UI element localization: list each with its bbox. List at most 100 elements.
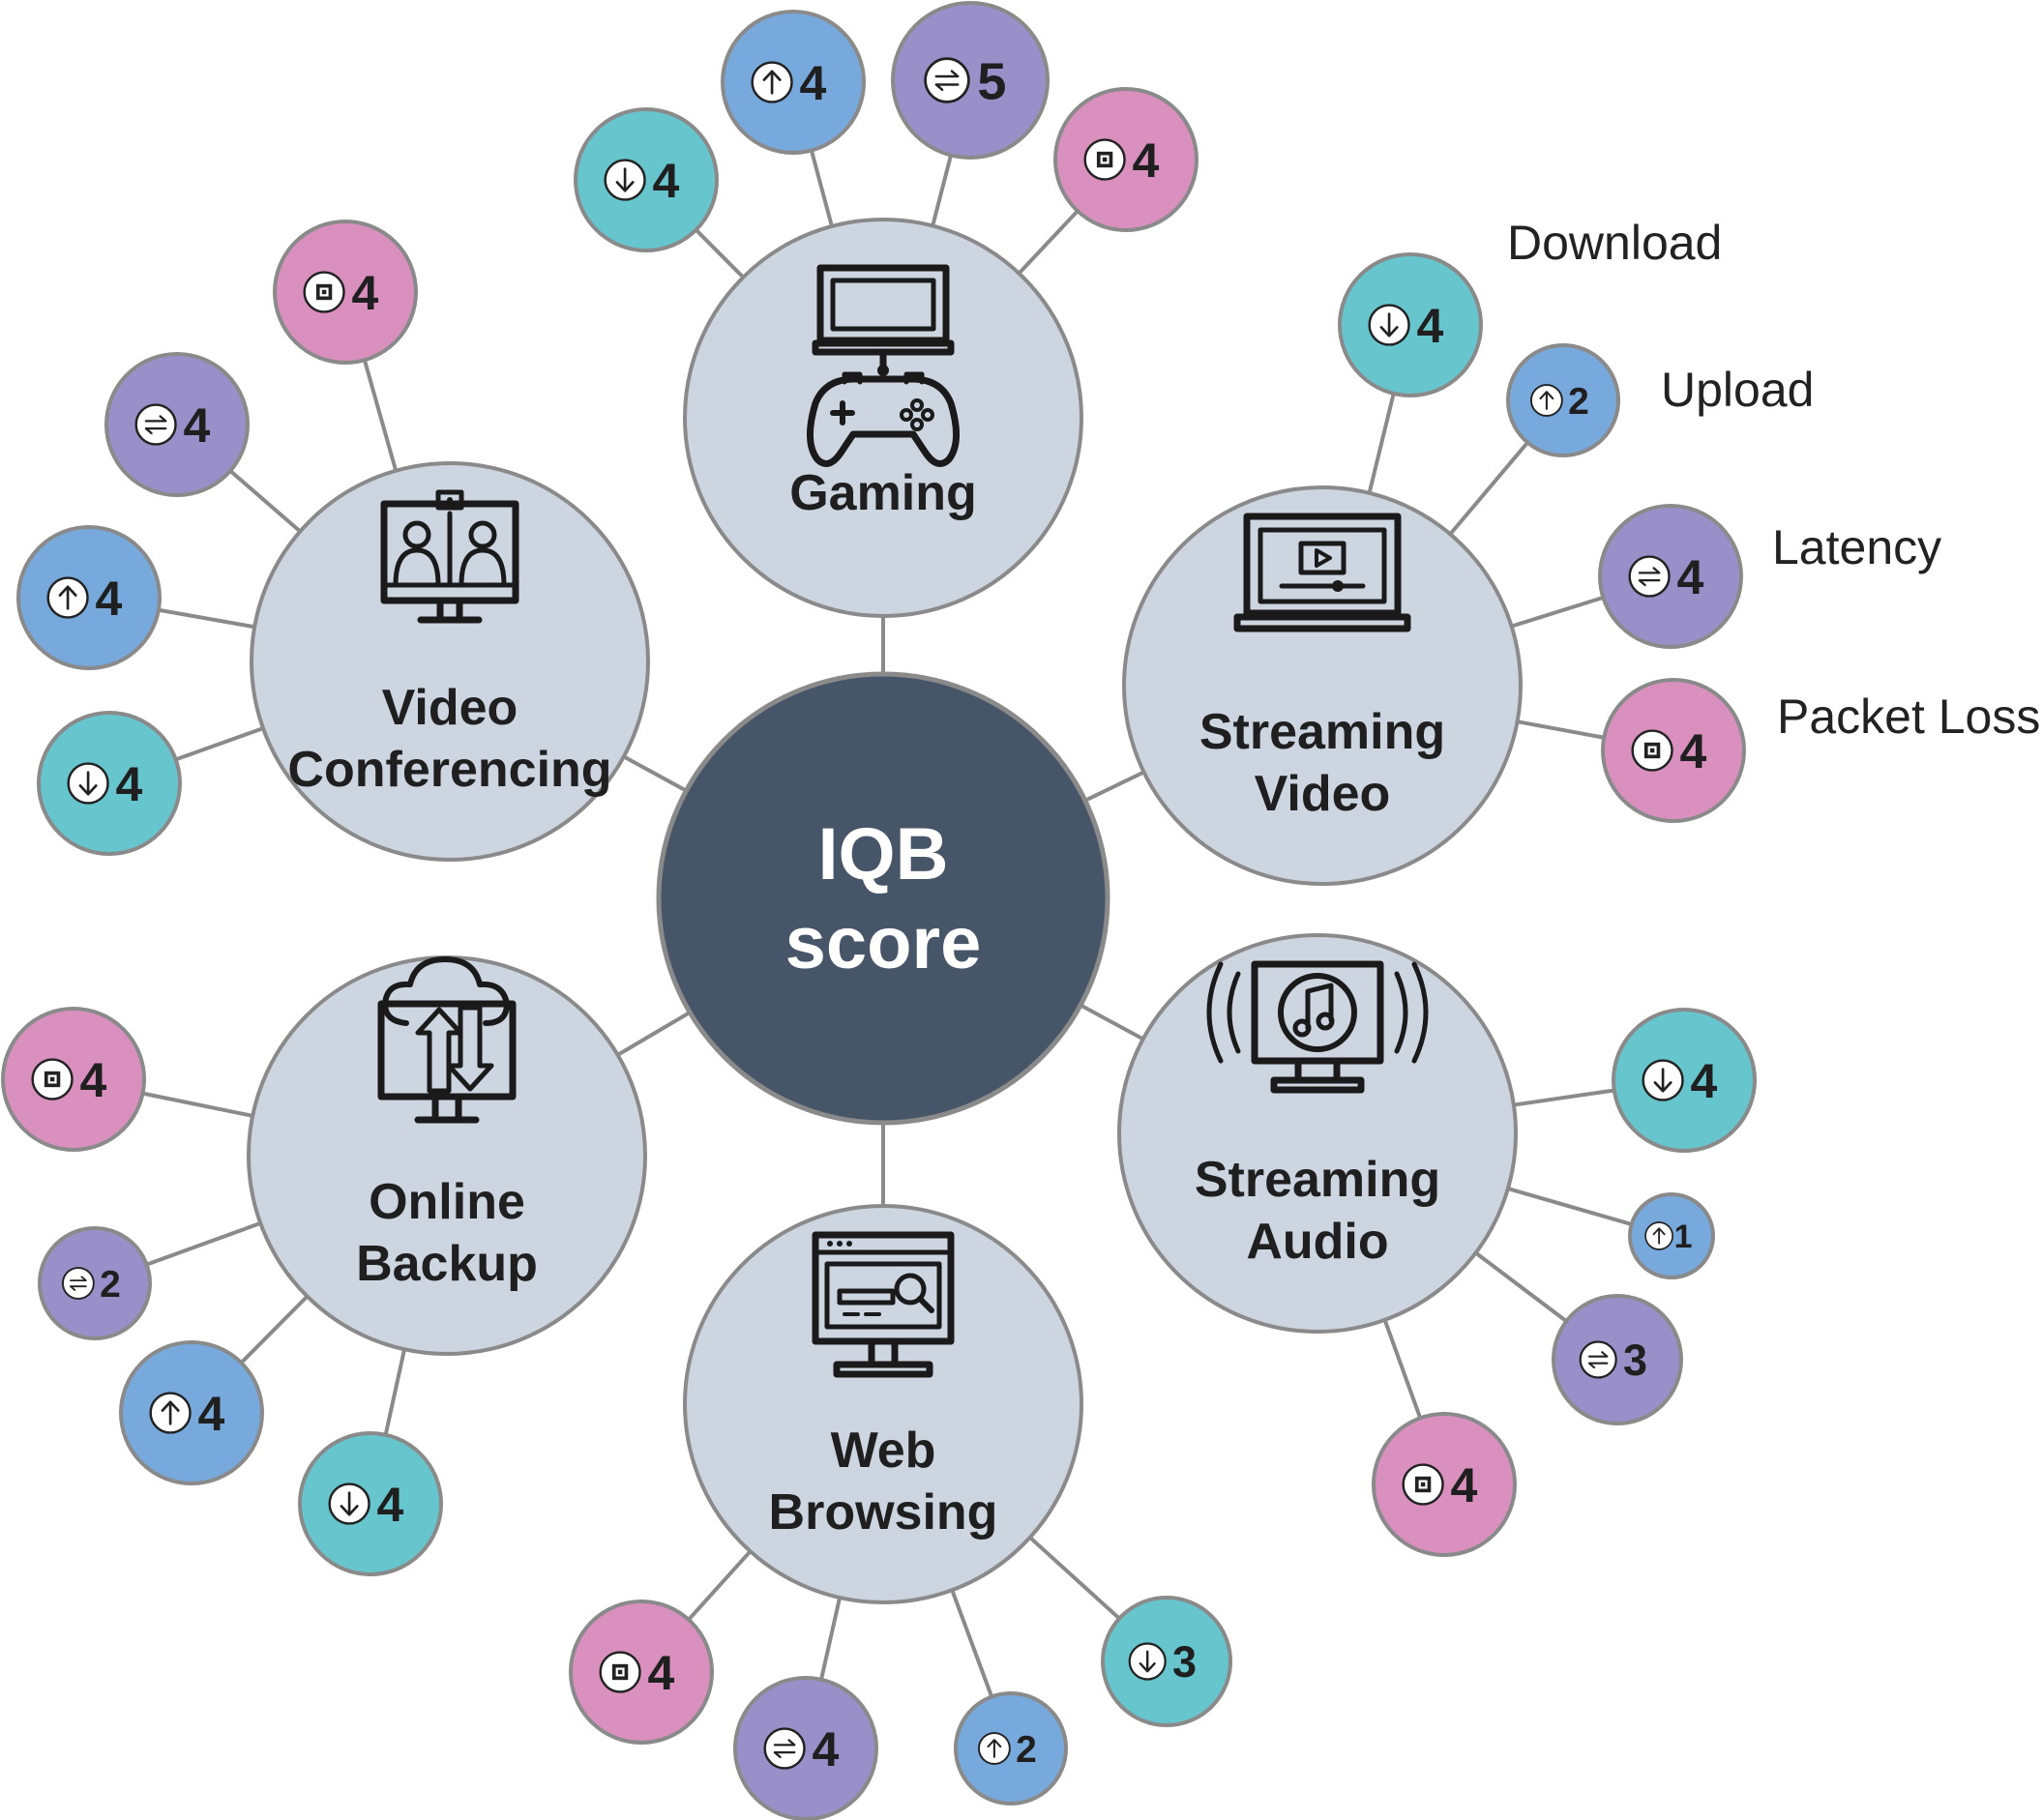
app-node-gaming: Gaming [683, 218, 1083, 618]
app-circle-web-browsing [683, 1204, 1083, 1604]
score-badge-streaming-video-latency: 4 [1598, 504, 1743, 649]
packet-loss-icon [303, 271, 345, 313]
score-value-packet_loss: 4 [648, 1646, 675, 1700]
app-label-streaming-video-line-1: Streaming [1199, 704, 1445, 760]
score-value-download: 3 [1172, 1637, 1197, 1687]
score-badge-gaming-packet_loss: 4 [1053, 87, 1199, 232]
connector-center-online-backup [616, 1011, 692, 1057]
download-icon [1368, 304, 1410, 346]
packet-loss-icon [31, 1058, 74, 1101]
score-value-download: 4 [653, 154, 680, 208]
app-label-video-conferencing-line-2: Conferencing [287, 742, 611, 798]
connector-center-streaming-audio [1080, 1003, 1144, 1042]
score-badge-video-conferencing-latency: 4 [104, 352, 250, 497]
connector-video-conferencing-upload [158, 607, 255, 630]
score-circle-latency [733, 1676, 878, 1820]
connector-center-video-conferencing [622, 754, 688, 793]
legend-label-latency: Latency [1772, 520, 1941, 574]
score-badge-streaming-audio-upload: 1 [1628, 1192, 1715, 1279]
app-label-web-browsing-line-1: Web [831, 1423, 936, 1479]
score-value-download: 4 [1417, 299, 1444, 353]
score-value-download: 4 [1691, 1054, 1718, 1108]
app-circle-gaming [683, 218, 1083, 618]
app-label-streaming-audio-line-1: Streaming [1195, 1152, 1440, 1208]
score-value-packet_loss: 4 [80, 1053, 107, 1107]
browser-search-monitor-icon [812, 1231, 955, 1378]
score-badge-web-browsing-packet_loss: 4 [569, 1600, 714, 1745]
connector-online-backup-latency [145, 1221, 261, 1267]
connector-streaming-video-packet_loss [1517, 719, 1605, 740]
score-circle-download [37, 711, 182, 856]
score-value-upload: 4 [800, 56, 827, 110]
upload-icon [751, 61, 793, 103]
upload-icon [149, 1392, 192, 1434]
score-badge-web-browsing-download: 3 [1101, 1596, 1232, 1727]
score-badge-streaming-audio-packet_loss: 4 [1372, 1412, 1517, 1557]
app-label-online-backup-line-1: Online [369, 1174, 525, 1230]
app-label-web-browsing-line-2: Browsing [769, 1484, 998, 1541]
app-label-online-backup-line-2: Backup [356, 1236, 538, 1292]
score-circle-packet_loss [1, 1007, 146, 1152]
gaming-laptop-controller-icon [807, 264, 960, 467]
download-icon [1128, 1642, 1167, 1681]
connector-online-backup-download [383, 1348, 407, 1436]
score-value-latency: 4 [184, 398, 211, 453]
score-value-latency: 3 [1623, 1336, 1647, 1385]
connector-online-backup-upload [240, 1295, 310, 1365]
connector-streaming-video-upload [1448, 441, 1529, 536]
score-circle-download [1338, 252, 1483, 397]
score-circle-packet_loss [569, 1600, 714, 1745]
app-circle-video-conferencing [250, 461, 650, 862]
score-circle-latency [891, 1, 1050, 160]
latency-icon [763, 1727, 806, 1770]
packet-loss-icon [1402, 1463, 1444, 1506]
score-value-latency: 4 [1677, 550, 1704, 604]
score-circle-latency [38, 1226, 152, 1340]
score-circle-packet_loss [1601, 678, 1746, 823]
score-badge-online-backup-packet_loss: 4 [1, 1007, 146, 1152]
score-circle-packet_loss [273, 220, 418, 365]
connector-layer [142, 149, 1633, 1698]
connector-video-conferencing-latency [228, 469, 302, 534]
connector-web-browsing-latency [819, 1597, 843, 1681]
connector-streaming-audio-upload [1507, 1187, 1633, 1226]
score-badge-streaming-video-upload: 2 [1506, 343, 1620, 457]
legend-label-download: Download [1507, 216, 1722, 270]
app-label-streaming-audio-line-2: Audio [1246, 1214, 1388, 1270]
score-badge-web-browsing-upload: 2 [954, 1691, 1068, 1805]
score-value-download: 4 [377, 1478, 404, 1532]
score-circle-download [574, 107, 719, 252]
score-value-upload: 2 [1568, 381, 1589, 423]
score-value-packet_loss: 4 [352, 266, 379, 320]
score-value-packet_loss: 4 [1133, 133, 1160, 188]
legend-label-upload: Upload [1661, 363, 1814, 417]
score-circle-latency [1552, 1294, 1683, 1425]
laptop-play-icon [1233, 513, 1411, 632]
score-badge-streaming-audio-latency: 3 [1552, 1294, 1683, 1425]
latency-icon [924, 57, 970, 103]
score-badge-online-backup-latency: 2 [38, 1226, 152, 1340]
download-icon [328, 1482, 370, 1525]
center-title-line-2: score [785, 902, 982, 984]
connector-web-browsing-upload [950, 1589, 994, 1698]
score-badge-gaming-upload: 4 [721, 10, 866, 155]
score-circle-upload [1506, 343, 1620, 457]
score-value-packet_loss: 4 [1451, 1458, 1478, 1512]
score-badge-gaming-latency: 5 [891, 1, 1050, 160]
score-badge-video-conferencing-upload: 4 [16, 525, 162, 670]
score-value-upload: 1 [1674, 1218, 1693, 1255]
connector-streaming-video-download [1367, 393, 1396, 494]
score-badge-web-browsing-latency: 4 [733, 1676, 878, 1820]
connector-streaming-audio-packet_loss [1382, 1319, 1423, 1420]
latency-icon [61, 1267, 95, 1300]
connector-streaming-audio-latency [1474, 1250, 1568, 1323]
center-title-line-1: IQB [817, 813, 948, 895]
score-badge-online-backup-download: 4 [298, 1431, 443, 1576]
score-circle-upload [721, 10, 866, 155]
score-circle-upload [119, 1340, 264, 1485]
app-circle-streaming-video [1122, 485, 1523, 886]
score-value-upload: 2 [1016, 1729, 1037, 1771]
